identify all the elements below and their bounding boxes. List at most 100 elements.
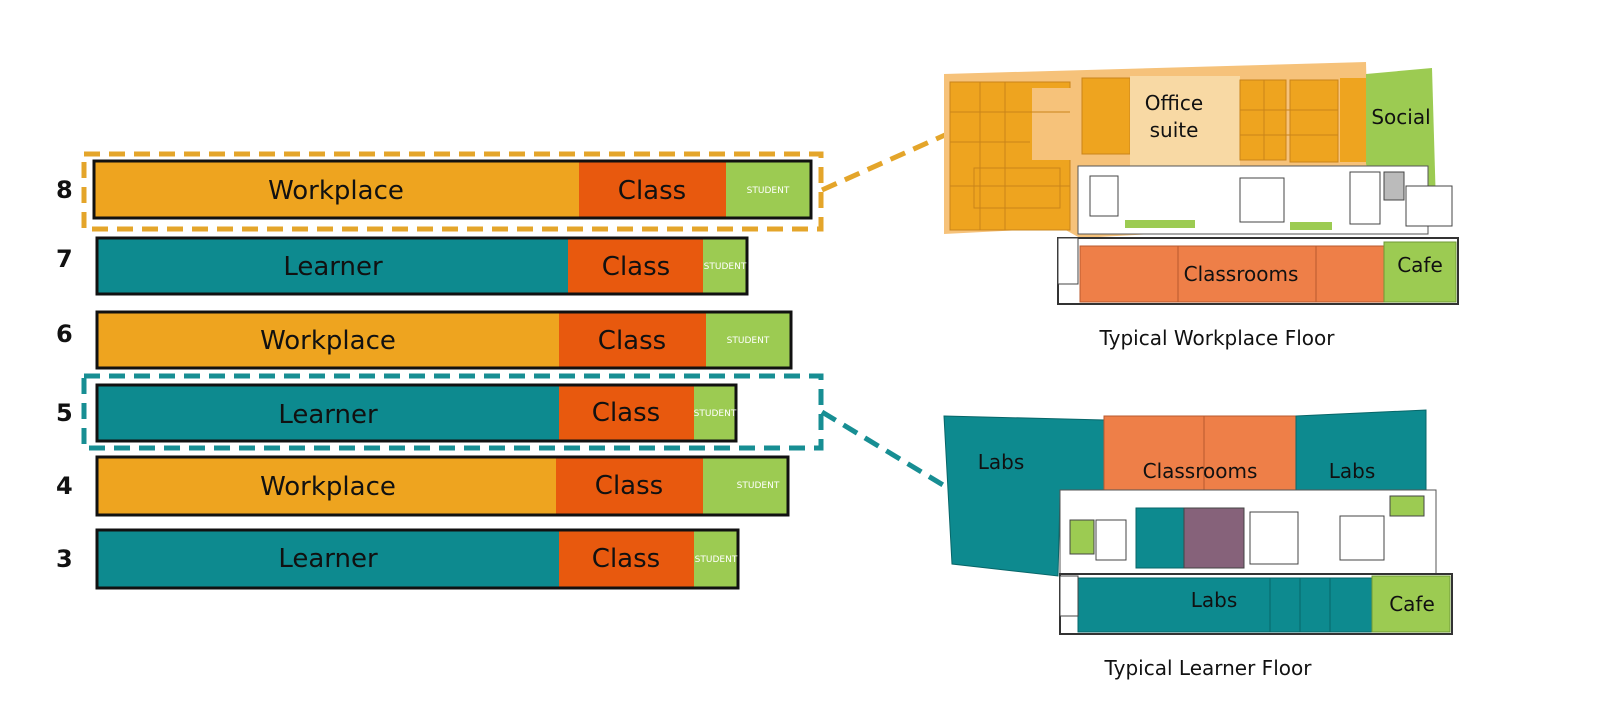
cafe-label: Cafe	[1397, 253, 1443, 277]
learner-floor-plan: Labs Classrooms Labs Labs Cafe Typical L…	[943, 409, 1453, 680]
floor-5-outline	[95, 383, 738, 443]
workplace-callout	[81, 132, 947, 232]
student-segment	[703, 238, 747, 294]
class-segment	[568, 238, 703, 294]
floor-8-row: 8 Workplace Class STUDENT	[56, 159, 813, 220]
student-segment	[703, 457, 788, 515]
office-block	[1032, 88, 1076, 160]
class-label: Class	[595, 471, 663, 501]
floor-6-row: 6 Workplace Class STUDENT	[56, 310, 793, 370]
core-room	[1383, 171, 1405, 201]
office-suite-area	[1130, 76, 1240, 166]
student-segment	[706, 312, 791, 368]
labs-bottom-label: Labs	[1191, 588, 1238, 612]
class-label: Class	[592, 544, 660, 574]
core-room	[1249, 511, 1299, 565]
social-label: Social	[1371, 105, 1430, 129]
floor-4-row: 4 Workplace Class STUDENT	[56, 455, 790, 517]
student-label: STUDENT	[737, 481, 780, 491]
green-strip	[1290, 222, 1332, 230]
learner-callout	[81, 373, 950, 491]
workplace-segment	[97, 312, 559, 368]
learner-segment	[97, 385, 559, 441]
class-label: Class	[618, 176, 686, 206]
office-grid	[950, 80, 1338, 230]
learner-highlight-box	[81, 373, 824, 451]
floor-7-row: 7 Learner Class STUDENT	[56, 236, 749, 296]
floor-4-outline	[95, 455, 790, 517]
office-suite-label-line2: suite	[1150, 118, 1199, 142]
workplace-highlight-box	[81, 151, 824, 232]
class-segment	[559, 530, 694, 588]
office-block	[1340, 78, 1368, 162]
student-segment	[726, 161, 811, 218]
office-block	[1289, 79, 1339, 163]
workplace-connector-line	[820, 132, 947, 193]
learner-segment	[97, 530, 559, 588]
floor-8-outline	[92, 159, 813, 220]
labs-right-label: Labs	[1329, 459, 1376, 483]
stair-area	[1057, 237, 1079, 285]
core-room	[1339, 515, 1385, 561]
learner-label: Learner	[283, 252, 383, 282]
workplace-floor-plan: Office suite Social Classrooms Cafe Typi…	[944, 62, 1459, 350]
cafe-label: Cafe	[1389, 592, 1435, 616]
student-segment	[694, 530, 738, 588]
student-label: STUDENT	[704, 262, 747, 272]
core-green-room	[1389, 495, 1425, 517]
floor-number: 4	[56, 472, 73, 500]
learner-segment	[97, 238, 568, 294]
workplace-segment	[97, 457, 556, 515]
cafe-area	[1383, 241, 1457, 303]
floor-3-outline	[95, 528, 740, 590]
student-label: STUDENT	[695, 555, 738, 565]
learner-connector-line	[820, 409, 950, 491]
classrooms-label: Classrooms	[1184, 262, 1299, 286]
stair-area	[1059, 575, 1079, 617]
class-label: Class	[592, 398, 660, 428]
workplace-label: Workplace	[260, 326, 396, 356]
class-segment	[559, 312, 706, 368]
core-room	[1069, 519, 1095, 555]
class-label: Class	[602, 252, 670, 282]
workplace-label: Workplace	[268, 176, 404, 206]
class-segment	[579, 161, 726, 218]
student-label: STUDENT	[727, 336, 770, 346]
floor-number: 5	[56, 399, 73, 427]
core-room	[1405, 185, 1453, 227]
floor-number: 7	[56, 245, 73, 273]
floor-5-row: 5 Learner Class STUDENT	[56, 383, 738, 443]
floor-number: 3	[56, 545, 73, 573]
class-label: Class	[598, 326, 666, 356]
office-block	[973, 167, 1061, 209]
green-strip	[1125, 220, 1195, 228]
classrooms-area	[1079, 245, 1385, 303]
learner-floor-caption: Typical Learner Floor	[1104, 656, 1313, 680]
office-block	[1081, 77, 1131, 155]
office-suite-label-line1: Office	[1145, 91, 1203, 115]
core-purple-room	[1183, 507, 1245, 569]
floor-number: 8	[56, 176, 73, 204]
core-room	[1095, 519, 1127, 561]
floor-3-row: 3 Learner Class STUDENT	[56, 528, 740, 590]
office-block	[1239, 79, 1287, 161]
core-room	[1089, 175, 1119, 217]
core-room	[1239, 177, 1285, 223]
student-label: STUDENT	[694, 409, 737, 419]
workplace-floor-caption: Typical Workplace Floor	[1099, 326, 1336, 350]
core-room	[1349, 171, 1381, 225]
learner-label: Learner	[278, 544, 378, 574]
floor-7-outline	[95, 236, 749, 296]
learner-label: Learner	[278, 400, 378, 430]
student-segment	[694, 385, 736, 441]
student-label: STUDENT	[747, 186, 790, 196]
floor-number: 6	[56, 320, 73, 348]
workplace-segment	[94, 161, 579, 218]
cafe-area	[1371, 575, 1451, 633]
class-segment	[556, 457, 703, 515]
floor-6-outline	[95, 310, 793, 370]
class-segment	[559, 385, 694, 441]
classrooms-label: Classrooms	[1143, 459, 1258, 483]
labs-left-label: Labs	[978, 450, 1025, 474]
workplace-label: Workplace	[260, 472, 396, 502]
